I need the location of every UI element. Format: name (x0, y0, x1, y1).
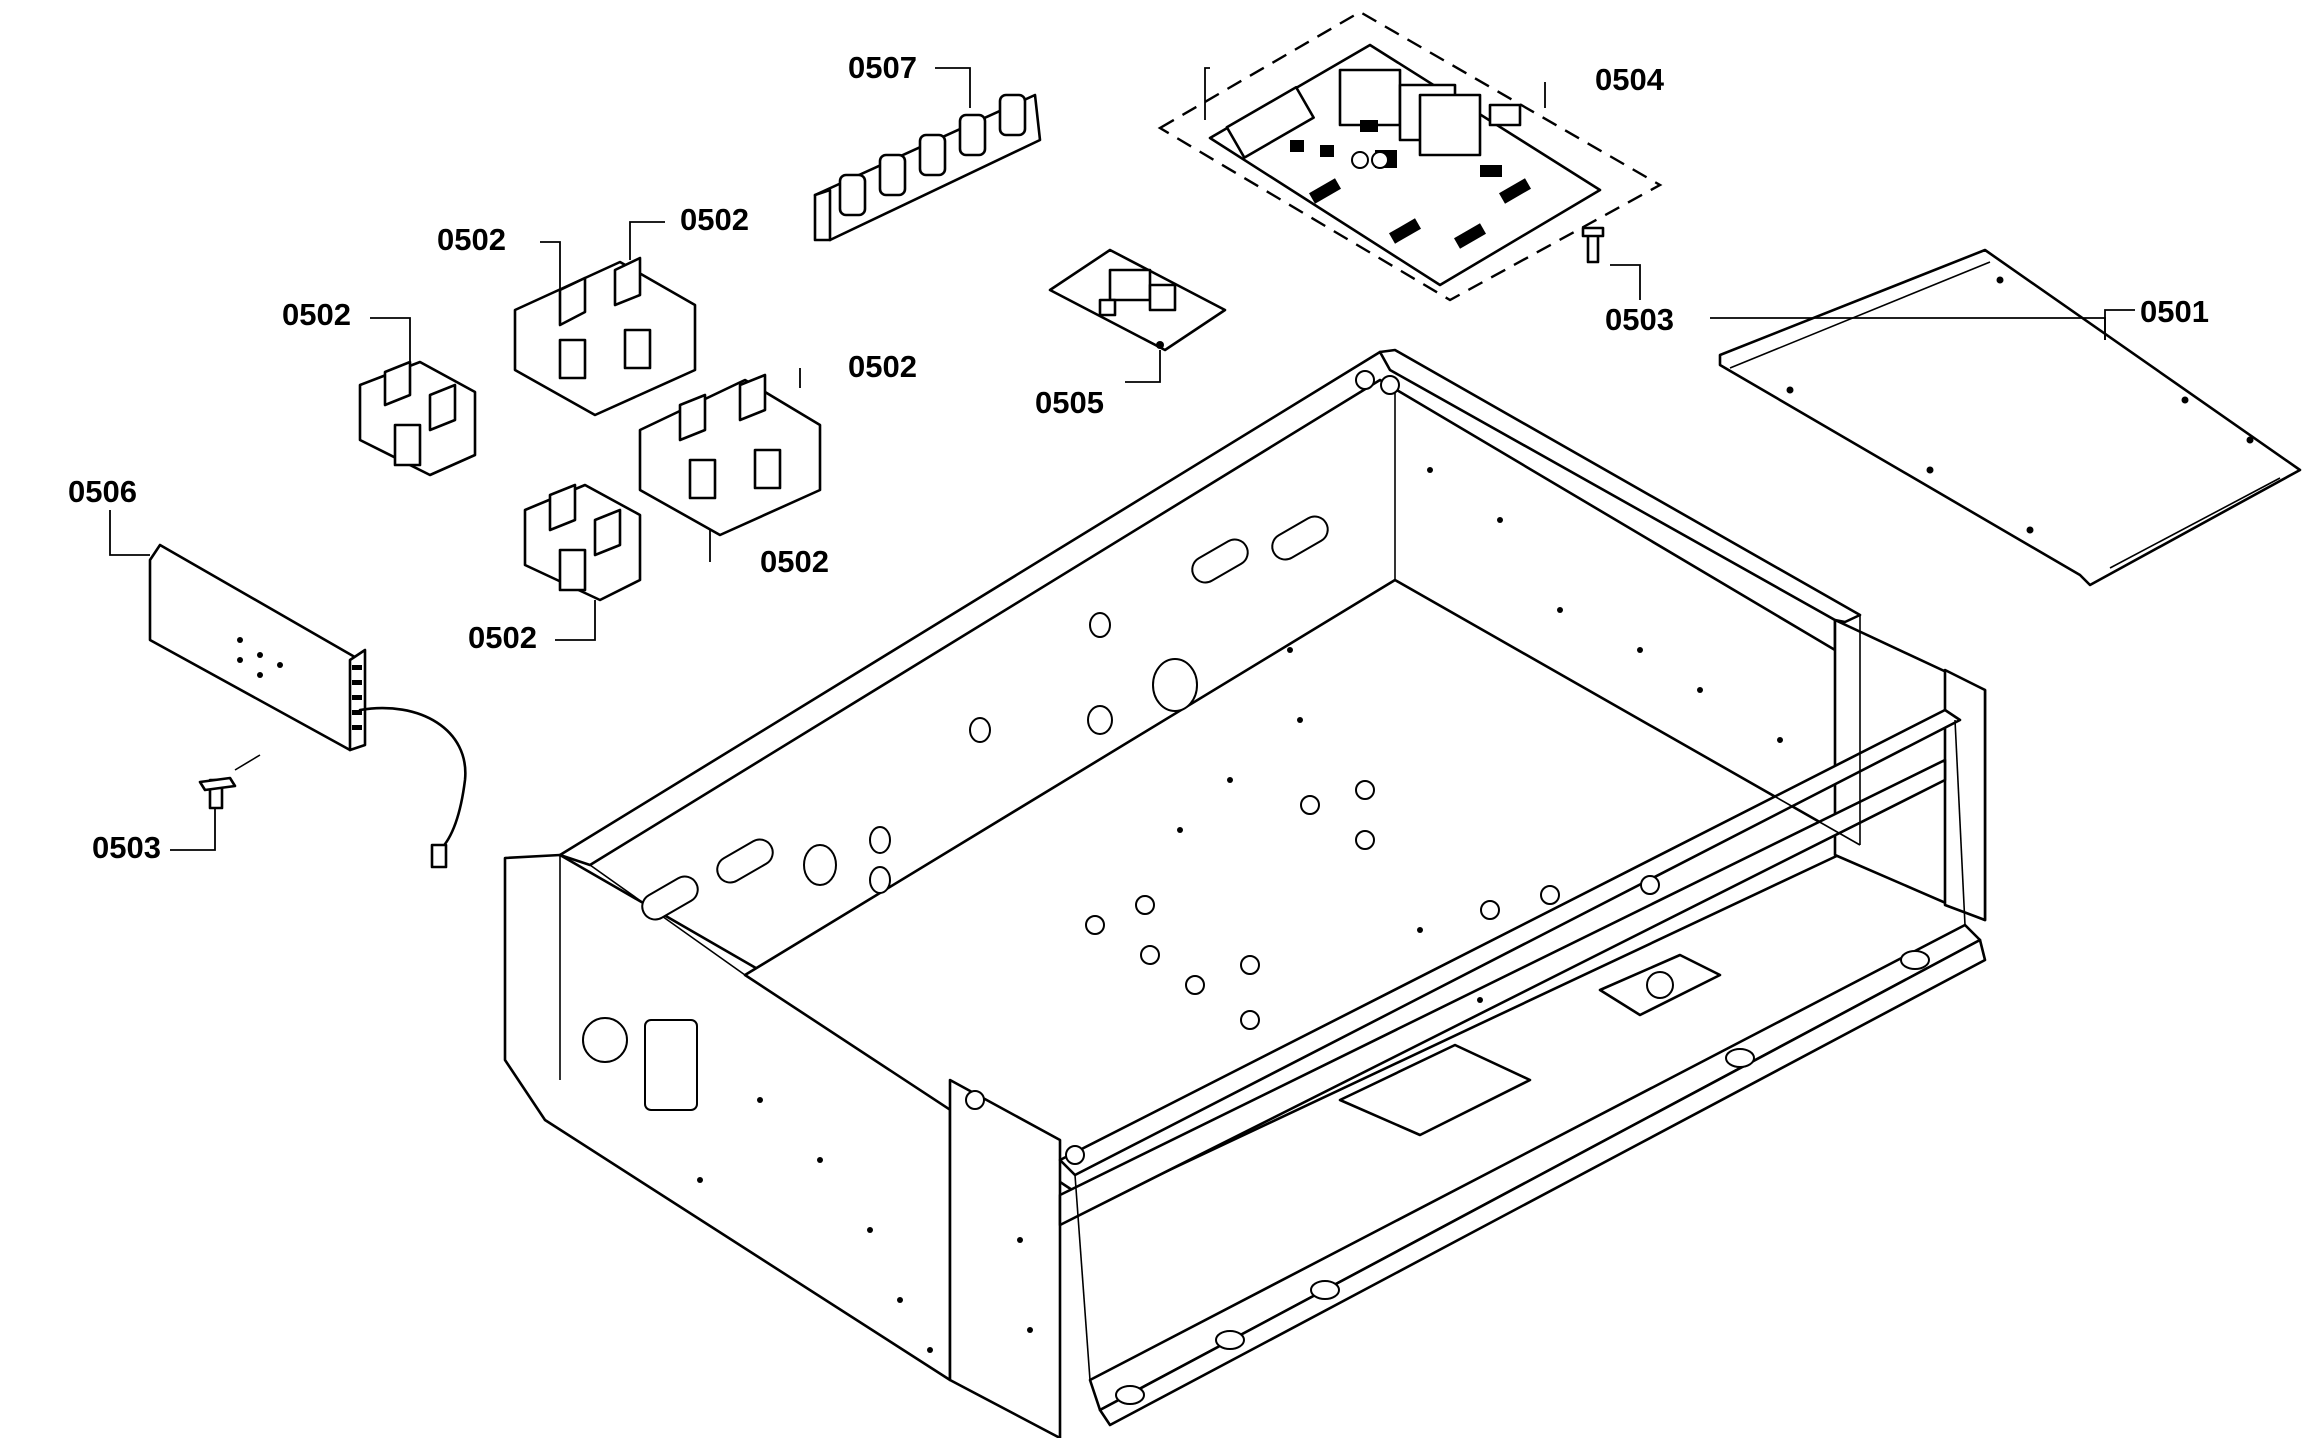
part-0503-screw-a (1581, 226, 1605, 264)
label-0502-top-center: 0502 (437, 222, 506, 257)
label-0503-display: 0503 (92, 830, 161, 865)
panel-dots (697, 467, 1783, 1353)
leader-lines (109, 67, 2135, 851)
part-0502-block-b (513, 256, 697, 417)
label-0506: 0506 (68, 474, 137, 509)
part-0504-control-board (1157, 10, 1663, 302)
label-0501: 0501 (2140, 294, 2209, 329)
part-0502-block-d (523, 483, 642, 602)
part-0505-small-board (1048, 248, 1227, 352)
part-0502-block-a (358, 360, 477, 477)
label-0504: 0504 (1595, 62, 1665, 97)
label-0502-left: 0502 (282, 297, 351, 332)
part-0502-block-c (638, 373, 822, 537)
label-0502-lower-right: 0502 (760, 544, 829, 579)
part-0503-screw-b (198, 754, 261, 810)
display-board-pins (352, 665, 362, 730)
label-0503-board: 0503 (1605, 302, 1674, 337)
label-0505: 0505 (1035, 385, 1104, 420)
floor-studs (965, 370, 1660, 1165)
part-0501-cover-plate (1718, 248, 2302, 587)
chassis-box (503, 348, 1987, 1438)
part-0507-bracket-strip (813, 93, 1042, 242)
label-0502-top-right: 0502 (680, 202, 749, 237)
part-labels: 0501 0502 0502 0502 0502 0502 0502 0503 … (68, 50, 2209, 865)
part-0506-display-board (148, 543, 467, 869)
label-0502-mid-right: 0502 (848, 349, 917, 384)
label-0502-bottom: 0502 (468, 620, 537, 655)
label-0507: 0507 (848, 50, 917, 85)
